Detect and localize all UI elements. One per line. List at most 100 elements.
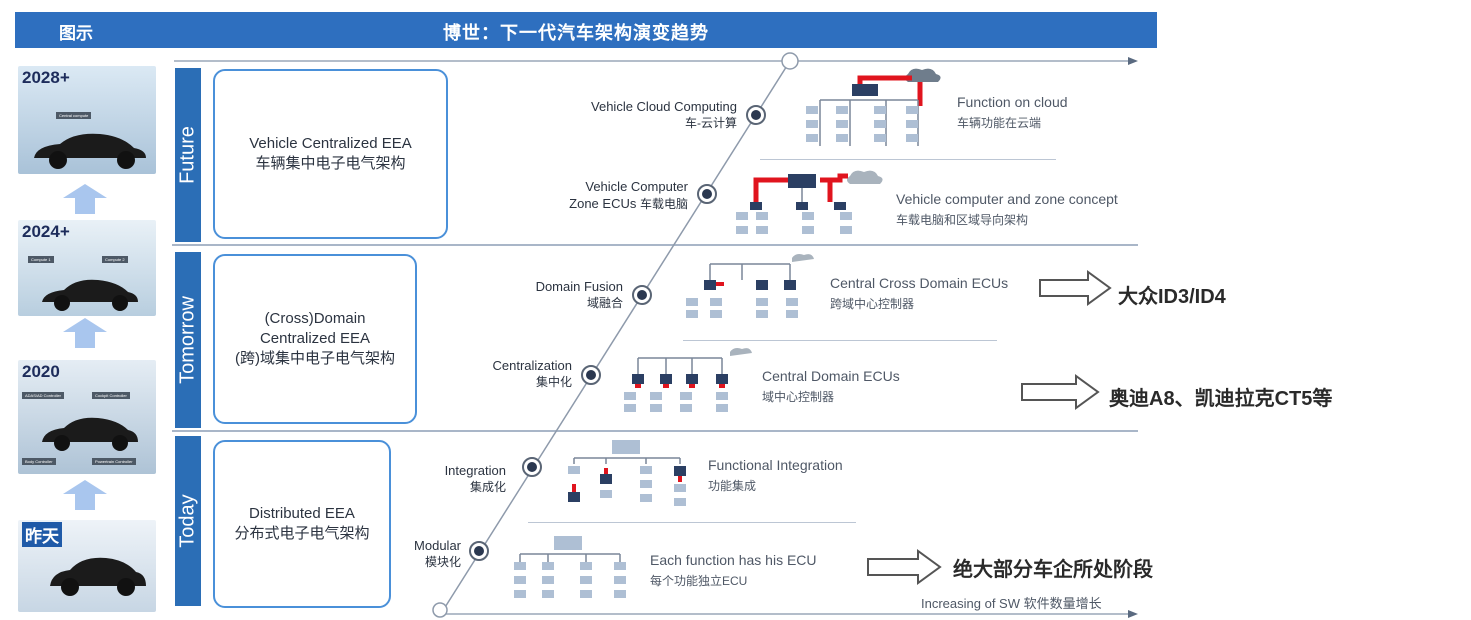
node-label-en: Zone ECUs [569,196,637,211]
stage-band-tomorrow: Tomorrow [175,252,201,428]
description-en: Vehicle computer and zone concept [896,191,1118,207]
thumbnail-chip: Compute 2 [102,256,128,263]
right-arrow-icon [1021,374,1100,410]
node-label-cn: 集成化 [469,480,506,494]
node-label-en: Integration [444,463,506,478]
stage-box-title: Vehicle Centralized EEA [249,135,412,152]
thumbnail-year: 昨天 [22,522,62,547]
thumbnail-2028: 2028+ Central compute [18,66,156,174]
node-label-en: Vehicle Computer [585,179,688,194]
node-label-centralization: Centralization 集中化 [450,357,573,391]
description-integration: Functional Integration 功能集成 [708,455,843,497]
node-label-integration: Integration 集成化 [400,462,506,496]
description-cross-domain: Central Cross Domain ECUs 跨域中心控制器 [830,273,1008,315]
architecture-diagram-integration [568,440,686,506]
node-dot [469,541,489,561]
node-label-cloud: Vehicle Cloud Computing 车-云计算 [540,98,737,132]
car-icon [42,279,138,311]
example-label: 奥迪A8、凯迪拉克CT5等 [1109,388,1333,410]
header-bar: 图示 博世：下一代汽车架构演变趋势 [15,12,1157,48]
thumbnail-2020: 2020 ADAS/AD Controller Cockpit Controll… [18,360,156,474]
separator-line [528,522,856,523]
description-cn: 每个功能独立ECU [650,574,748,588]
thumbnail-chip: Powertrain Controller [92,458,136,465]
architecture-diagram-cloud [806,68,941,146]
description-en: Functional Integration [708,457,843,473]
node-label-vehicle-computer: Vehicle Computer Zone ECUs 车载电脑 [530,178,688,213]
stage-band-future: Future [175,68,201,242]
node-dot [746,105,766,125]
header-left-title: 图示 [59,24,93,43]
up-arrow-icon [63,480,107,510]
description-cn: 车辆功能在云端 [957,116,1042,130]
thumbnail-chip: Cockpit Controller [92,392,130,399]
description-cn: 跨域中心控制器 [830,297,915,311]
thumbnail-chip: Compute 1 [28,256,54,263]
node-dot [697,184,717,204]
stage-box-title: (Cross)Domain [264,310,366,327]
thumbnail-2024: 2024+ Compute 1 Compute 2 [18,220,156,316]
node-dot [632,285,652,305]
description-en: Central Cross Domain ECUs [830,275,1009,291]
thumbnail-year: 2024+ [22,222,70,241]
up-arrow-icon [63,184,107,214]
thumbnail-chip: ADAS/AD Controller [22,392,65,399]
right-arrow-icon [1039,270,1112,306]
node-label-cn: 集中化 [535,375,572,389]
description-cn: 车载电脑和区域导向架构 [896,213,1029,227]
stage-box-title: Centralized EEA [259,330,371,347]
car-icon [34,133,146,169]
node-label-cn: 车-云计算 [685,116,737,130]
description-cloud: Function on cloud 车辆功能在云端 [957,92,1068,134]
thumbnail-chip: Body Controller [22,458,56,465]
stage-box-future: Vehicle Centralized EEA 车辆集中电子电气架构 [213,69,448,239]
node-dot [581,365,601,385]
architecture-diagram-domain [624,348,752,412]
node-label-en: Vehicle Cloud Computing [591,99,737,114]
description-en: Each function has his ECU [650,552,817,568]
up-arrow-icon [63,318,107,348]
architecture-diagram-cross-domain [686,254,814,318]
description-modular: Each function has his ECU 每个功能独立ECU [650,550,817,592]
architecture-diagram-vehicle-computer [736,170,883,234]
node-label-cn: 车载电脑 [639,197,688,211]
node-label-cn: 模块化 [424,555,461,569]
node-label-modular: Modular 模块化 [380,537,461,571]
separator-line [683,340,997,341]
description-domain: Central Domain ECUs 域中心控制器 [762,366,900,408]
stage-box-tomorrow: (Cross)Domain Centralized EEA (跨)域集中电子电气… [213,254,417,424]
node-label-cn: 域融合 [586,296,623,310]
node-label-en: Modular [414,538,461,553]
car-icon [42,417,138,451]
stage-box-subtitle: 车辆集中电子电气架构 [255,155,406,172]
stage-box-subtitle: (跨)域集中电子电气架构 [235,350,395,367]
description-cn: 域中心控制器 [762,390,835,404]
node-label-en: Centralization [492,358,573,373]
thumbnail-yesterday: 昨天 [18,520,156,612]
stage-box-today: Distributed EEA 分布式电子电气架构 [213,440,391,608]
stage-box-title: Distributed EEA [249,505,355,522]
axis-label: Increasing of SW 软件数量增长 [921,596,1102,611]
description-vehicle-computer: Vehicle computer and zone concept 车载电脑和区… [896,189,1118,231]
right-arrow-icon [867,549,942,585]
description-en: Function on cloud [957,94,1068,110]
architecture-diagram-modular [514,536,626,598]
stage-band-today: Today [175,436,201,606]
example-label: 大众ID3/ID4 [1118,286,1226,308]
description-cn: 功能集成 [708,479,757,493]
thumbnail-chip: Central compute [56,112,92,119]
example-label: 绝大部分车企所处阶段 [953,559,1153,581]
separator-line [760,159,1056,160]
separator-line [172,244,1138,246]
thumbnail-year: 2020 [22,362,60,381]
node-label-domain-fusion: Domain Fusion 域融合 [500,278,623,312]
description-en: Central Domain ECUs [762,368,900,384]
node-label-en: Domain Fusion [535,279,623,294]
node-dot [522,457,542,477]
car-icon [50,557,146,596]
separator-line [172,430,1138,432]
header-main-title: 博世：下一代汽车架构演变趋势 [443,23,709,43]
stage-box-subtitle: 分布式电子电气架构 [234,525,370,542]
thumbnail-year: 2028+ [22,68,70,87]
